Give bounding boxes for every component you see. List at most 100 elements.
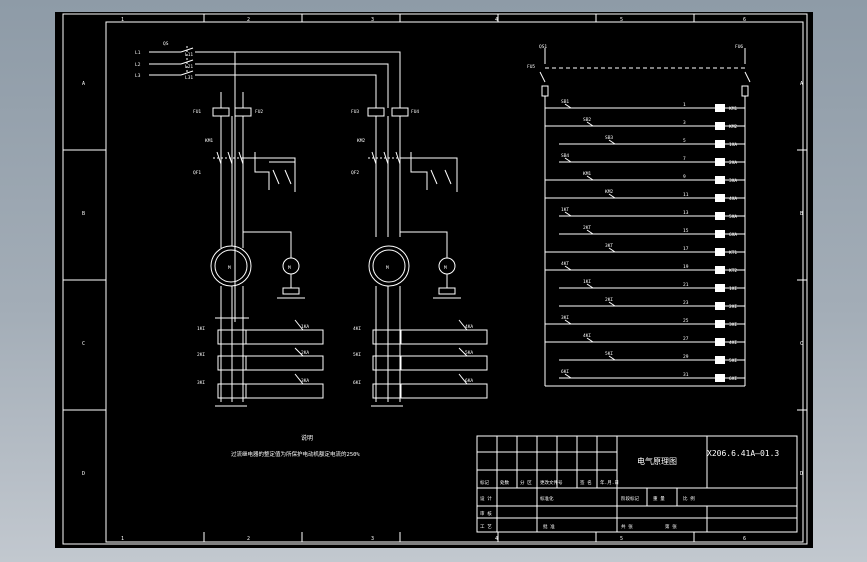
coil-mark <box>715 212 725 220</box>
zone-number: 3 <box>371 17 374 23</box>
coil-label: 4KI <box>353 326 361 332</box>
coil-label: 1KI <box>729 286 737 292</box>
rung-number: 27 <box>683 336 689 342</box>
zone-number: 1 <box>121 536 124 542</box>
contact-label: 4KT <box>561 261 569 267</box>
tb-row2: 重 量 <box>653 495 665 502</box>
motor-circuit-2-labels: FU3 FU4 KM2 QF2 M M 4KA 5KA 6KA 4KI 5KI … <box>351 109 473 386</box>
rung-number: 17 <box>683 246 689 252</box>
contact-mark <box>586 229 594 235</box>
rung-number: 19 <box>683 264 689 270</box>
rung-number: 13 <box>683 210 689 216</box>
control-rungs: KM1SB11KM2SB231KASB352KASB473KAKM194KAKM… <box>545 99 745 382</box>
phase-label: L3 <box>135 73 141 79</box>
coil-mark <box>715 356 725 364</box>
fuse-label: FU4 <box>411 109 419 115</box>
contact-label: 3KT <box>605 243 613 249</box>
zone-letter: C <box>82 341 85 347</box>
title-block <box>476 435 798 533</box>
coil-label: 6KA <box>729 232 737 238</box>
contact-label: 2KI <box>605 297 613 303</box>
coil-mark <box>715 302 725 310</box>
relay-label: 2KA <box>301 350 309 356</box>
zone-number: 5 <box>620 536 623 542</box>
rung-number: 23 <box>683 300 689 306</box>
contact-label: 4KI <box>583 333 591 339</box>
coil-label: 6KI <box>729 376 737 382</box>
tb-row1: 处数 <box>500 479 509 486</box>
coil-mark <box>715 320 725 328</box>
contactor-label: KM1 <box>205 138 213 144</box>
contact-label: SB3 <box>605 135 613 141</box>
contact-mark <box>608 247 616 253</box>
rung-number: 25 <box>683 318 689 324</box>
tb-row4: 共 张 <box>621 523 633 530</box>
drawing-number: X206.6.41A—01.3 <box>707 449 779 458</box>
coil-mark <box>715 140 725 148</box>
drawing-viewport[interactable]: 1 2 3 4 5 6 1 2 3 4 5 6 A B C D A B <box>55 12 813 548</box>
contact-label: KM1 <box>583 171 591 177</box>
control-labels: FU5 QS1 FU6 <box>527 44 743 70</box>
phase-label: L2 <box>135 62 141 68</box>
rung-number: 3 <box>683 120 686 126</box>
coil-label: 1KA <box>729 142 737 148</box>
relay-label: 1KA <box>301 324 309 330</box>
coil-mark <box>715 176 725 184</box>
relay-label: 5KA <box>465 350 473 356</box>
coil-mark <box>715 338 725 346</box>
tb-row2: 标准化 <box>540 495 554 502</box>
coil-label: 3KI <box>729 322 737 328</box>
coil-label: KT1 <box>729 250 737 256</box>
note-text: 过流继电器的整定值为所保护电动机额定电流的250% <box>231 450 360 458</box>
tb-row1: 更改文件号 <box>540 479 563 486</box>
contact-mark <box>564 103 572 109</box>
rung-number: 11 <box>683 192 689 198</box>
tb-row1: 分 区 <box>520 479 532 486</box>
zone-letter: C <box>800 341 803 347</box>
contact-mark <box>564 211 572 217</box>
rung-number: 21 <box>683 282 689 288</box>
power-section <box>149 46 401 322</box>
coil-label: 2KI <box>197 352 205 358</box>
zone-number: 5 <box>620 17 623 23</box>
switch-label: QS <box>163 41 169 47</box>
zone-number: 4 <box>495 536 498 542</box>
contact-label: 6KI <box>561 369 569 375</box>
zone-letter: A <box>800 81 803 87</box>
contact-label: 5KI <box>605 351 613 357</box>
rung-number: 1 <box>683 102 686 108</box>
contact-mark <box>564 265 572 271</box>
motor-label: M <box>228 265 231 271</box>
zone-numbers-top: 1 2 3 4 5 6 <box>121 17 746 23</box>
coil-mark <box>715 374 725 382</box>
coil-mark <box>715 158 725 166</box>
zone-letter: A <box>82 81 85 87</box>
coil-label: 2KA <box>729 160 737 166</box>
zone-number: 6 <box>743 17 746 23</box>
conductor-label: L11 <box>185 52 193 58</box>
contact-label: KM2 <box>605 189 613 195</box>
aux-motor-label: M <box>444 265 447 271</box>
aux-motor-label: M <box>288 265 291 271</box>
motor-circuit-2 <box>367 107 488 407</box>
contact-mark <box>608 301 616 307</box>
rung-number: 7 <box>683 156 686 162</box>
breaker-label: QF2 <box>351 170 359 176</box>
contactor-label: KM2 <box>357 138 365 144</box>
contact-mark <box>586 283 594 289</box>
fuse-label: FU1 <box>193 109 201 115</box>
tb-row1: 年.月.日 <box>600 479 619 486</box>
rung-number: 5 <box>683 138 686 144</box>
contact-mark <box>564 319 572 325</box>
coil-label: 1KI <box>197 326 205 332</box>
contact-mark <box>608 355 616 361</box>
schematic-drawing: 1 2 3 4 5 6 1 2 3 4 5 6 A B C D A B <box>62 13 808 545</box>
coil-label: KM1 <box>729 106 737 112</box>
breaker-label: QF1 <box>193 170 201 176</box>
contact-label: 2KT <box>583 225 591 231</box>
relay-label: 6KA <box>465 378 473 384</box>
zone-numbers-bottom: 1 2 3 4 5 6 <box>121 536 746 542</box>
tb-row4: 第 张 <box>665 523 677 530</box>
zone-number: 6 <box>743 536 746 542</box>
coil-mark <box>715 194 725 202</box>
